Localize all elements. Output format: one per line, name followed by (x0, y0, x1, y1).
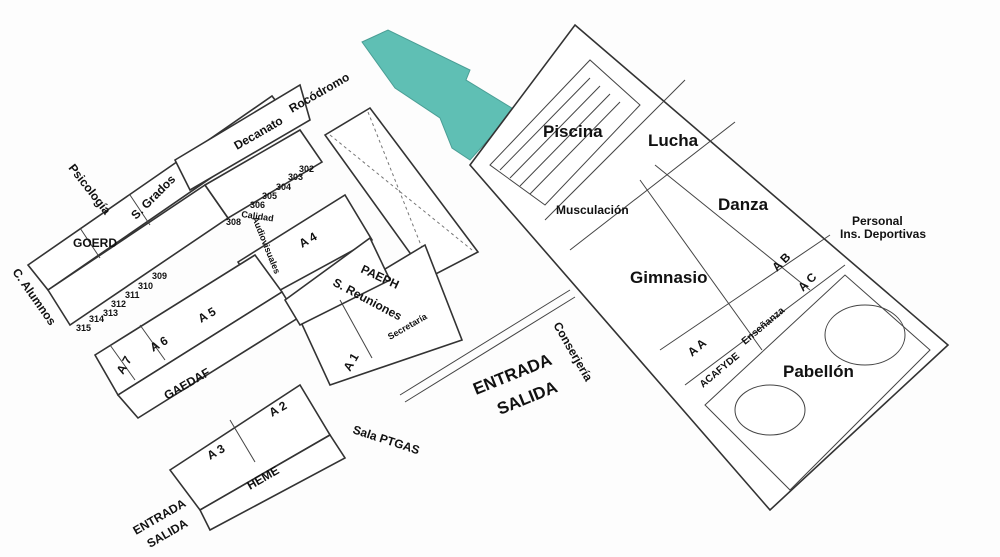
courtyard-diagonal (329, 134, 473, 251)
room-302: 302 (299, 164, 314, 174)
court-outline (704, 274, 931, 491)
wall-line (639, 179, 763, 351)
court-arc (824, 304, 906, 366)
decanato-wing (173, 83, 311, 192)
label-gimnasio: Gimnasio (630, 268, 707, 287)
label-pabellon: Pabellón (783, 362, 854, 381)
court-arc (734, 384, 806, 436)
room-312: 312 (111, 299, 126, 309)
room-314: 314 (89, 314, 104, 324)
room-305: 305 (262, 191, 277, 201)
label-goerd: GOERD (73, 236, 117, 250)
pool-outline (489, 59, 641, 206)
label-calidad: Calidad (241, 209, 275, 223)
reuniones-block (283, 236, 392, 327)
room-315: 315 (76, 323, 91, 333)
pool-lanes (499, 77, 621, 195)
room-310: 310 (138, 281, 153, 291)
room-311: 311 (125, 290, 140, 300)
label-personal: Personal (852, 214, 903, 228)
room-303: 303 (288, 172, 303, 182)
room-313: 313 (103, 308, 118, 318)
wall-line (569, 121, 736, 251)
label-sala-ptgas: Sala PTGAS (351, 423, 421, 458)
label-lucha: Lucha (648, 131, 699, 150)
wall-line (544, 79, 686, 221)
room-309: 309 (152, 271, 167, 281)
wall-line (684, 264, 846, 386)
wall-line (654, 164, 811, 291)
wall-line (659, 234, 831, 351)
room-306: 306 (250, 200, 265, 210)
room-308: 308 (226, 217, 241, 227)
label-piscina: Piscina (543, 122, 603, 141)
label-danza: Danza (718, 195, 769, 214)
courtyard-diagonal (367, 111, 433, 274)
label-psicologia: Psicología (66, 161, 114, 217)
label-conserjeria: Conserjería (550, 320, 595, 384)
rooms-302-308-wing (203, 128, 324, 220)
room-304: 304 (276, 182, 291, 192)
label-ins-deportivas: Ins. Deportivas (840, 227, 926, 241)
room-dividers (79, 194, 373, 463)
label-musculacion: Musculación (556, 203, 629, 217)
entrance-walkway (399, 289, 576, 403)
heme-strip (198, 433, 347, 532)
sports-building (468, 23, 950, 512)
